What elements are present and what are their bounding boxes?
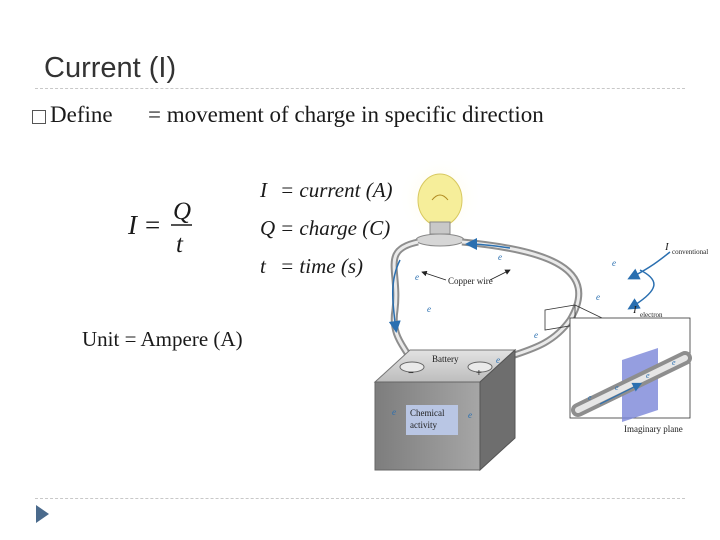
define-bullet: Define = movement of charge in specific d…: [50, 102, 544, 128]
slide-nav-arrow-icon: [36, 505, 49, 523]
electron-label: e: [392, 407, 396, 417]
electron-label: e: [534, 330, 538, 340]
chemical-activity-box: [406, 405, 458, 435]
legend-time: t = time (s): [260, 254, 363, 279]
electron-label: e: [496, 355, 500, 365]
battery-icon: [373, 348, 517, 472]
define-label: Define: [50, 102, 113, 127]
slide-title: Current (I): [44, 52, 177, 84]
electron-label: e: [596, 292, 600, 302]
chemical-label-1: Chemical: [410, 408, 445, 418]
copper-wire-label: Copper wire: [448, 276, 493, 286]
legend-current: I = current (A): [260, 178, 393, 203]
define-text: = movement of charge in specific directi…: [148, 102, 544, 127]
magnified-inset: e e e e: [544, 304, 692, 422]
unit-text: Unit = Ampere (A): [82, 327, 243, 351]
formula-denominator: t: [176, 231, 184, 258]
title-divider: [35, 88, 685, 89]
footer-divider: [35, 498, 685, 499]
formula-equals: =: [145, 210, 160, 240]
electron-label: e: [672, 358, 676, 367]
battery-label: Battery: [432, 354, 459, 364]
i-conventional-symbol: I: [664, 241, 670, 253]
electron-label: e: [427, 304, 431, 314]
electron-label: e: [468, 410, 472, 420]
i-electron-symbol: I: [632, 304, 638, 316]
formula-lhs: I: [127, 210, 139, 240]
minus-sign: −: [408, 368, 414, 379]
current-formula: I = Q t: [126, 192, 206, 267]
plus-sign: +: [476, 368, 482, 379]
legend-symbol: Q: [260, 216, 276, 240]
legend-text: = time (s): [280, 254, 363, 278]
chemical-label-2: activity: [410, 420, 437, 430]
legend-text: = current (A): [280, 178, 393, 202]
i-electron-sub: electron: [640, 311, 663, 319]
legend-symbol: I: [260, 178, 267, 202]
electron-label: e: [612, 258, 616, 268]
circuit-figure: − + Battery Chemical activity Copper wir…: [373, 160, 708, 472]
light-bulb-icon: [398, 160, 482, 247]
legend-charge: Q= charge (C): [260, 216, 390, 241]
formula-numerator: Q: [173, 198, 191, 225]
left-wire: [390, 238, 419, 366]
electron-label: e: [615, 383, 619, 392]
bullet-square-icon: [32, 110, 46, 124]
electron-label: e: [646, 371, 650, 380]
legend-symbol: t: [260, 254, 266, 278]
legend-text: = charge (C): [280, 216, 391, 240]
imaginary-plane-label: Imaginary plane: [624, 424, 683, 434]
electron-label: e: [415, 272, 419, 282]
electron-label: e: [588, 393, 592, 402]
i-conventional-sub: conventional: [672, 248, 708, 256]
electron-label: e: [498, 252, 502, 262]
